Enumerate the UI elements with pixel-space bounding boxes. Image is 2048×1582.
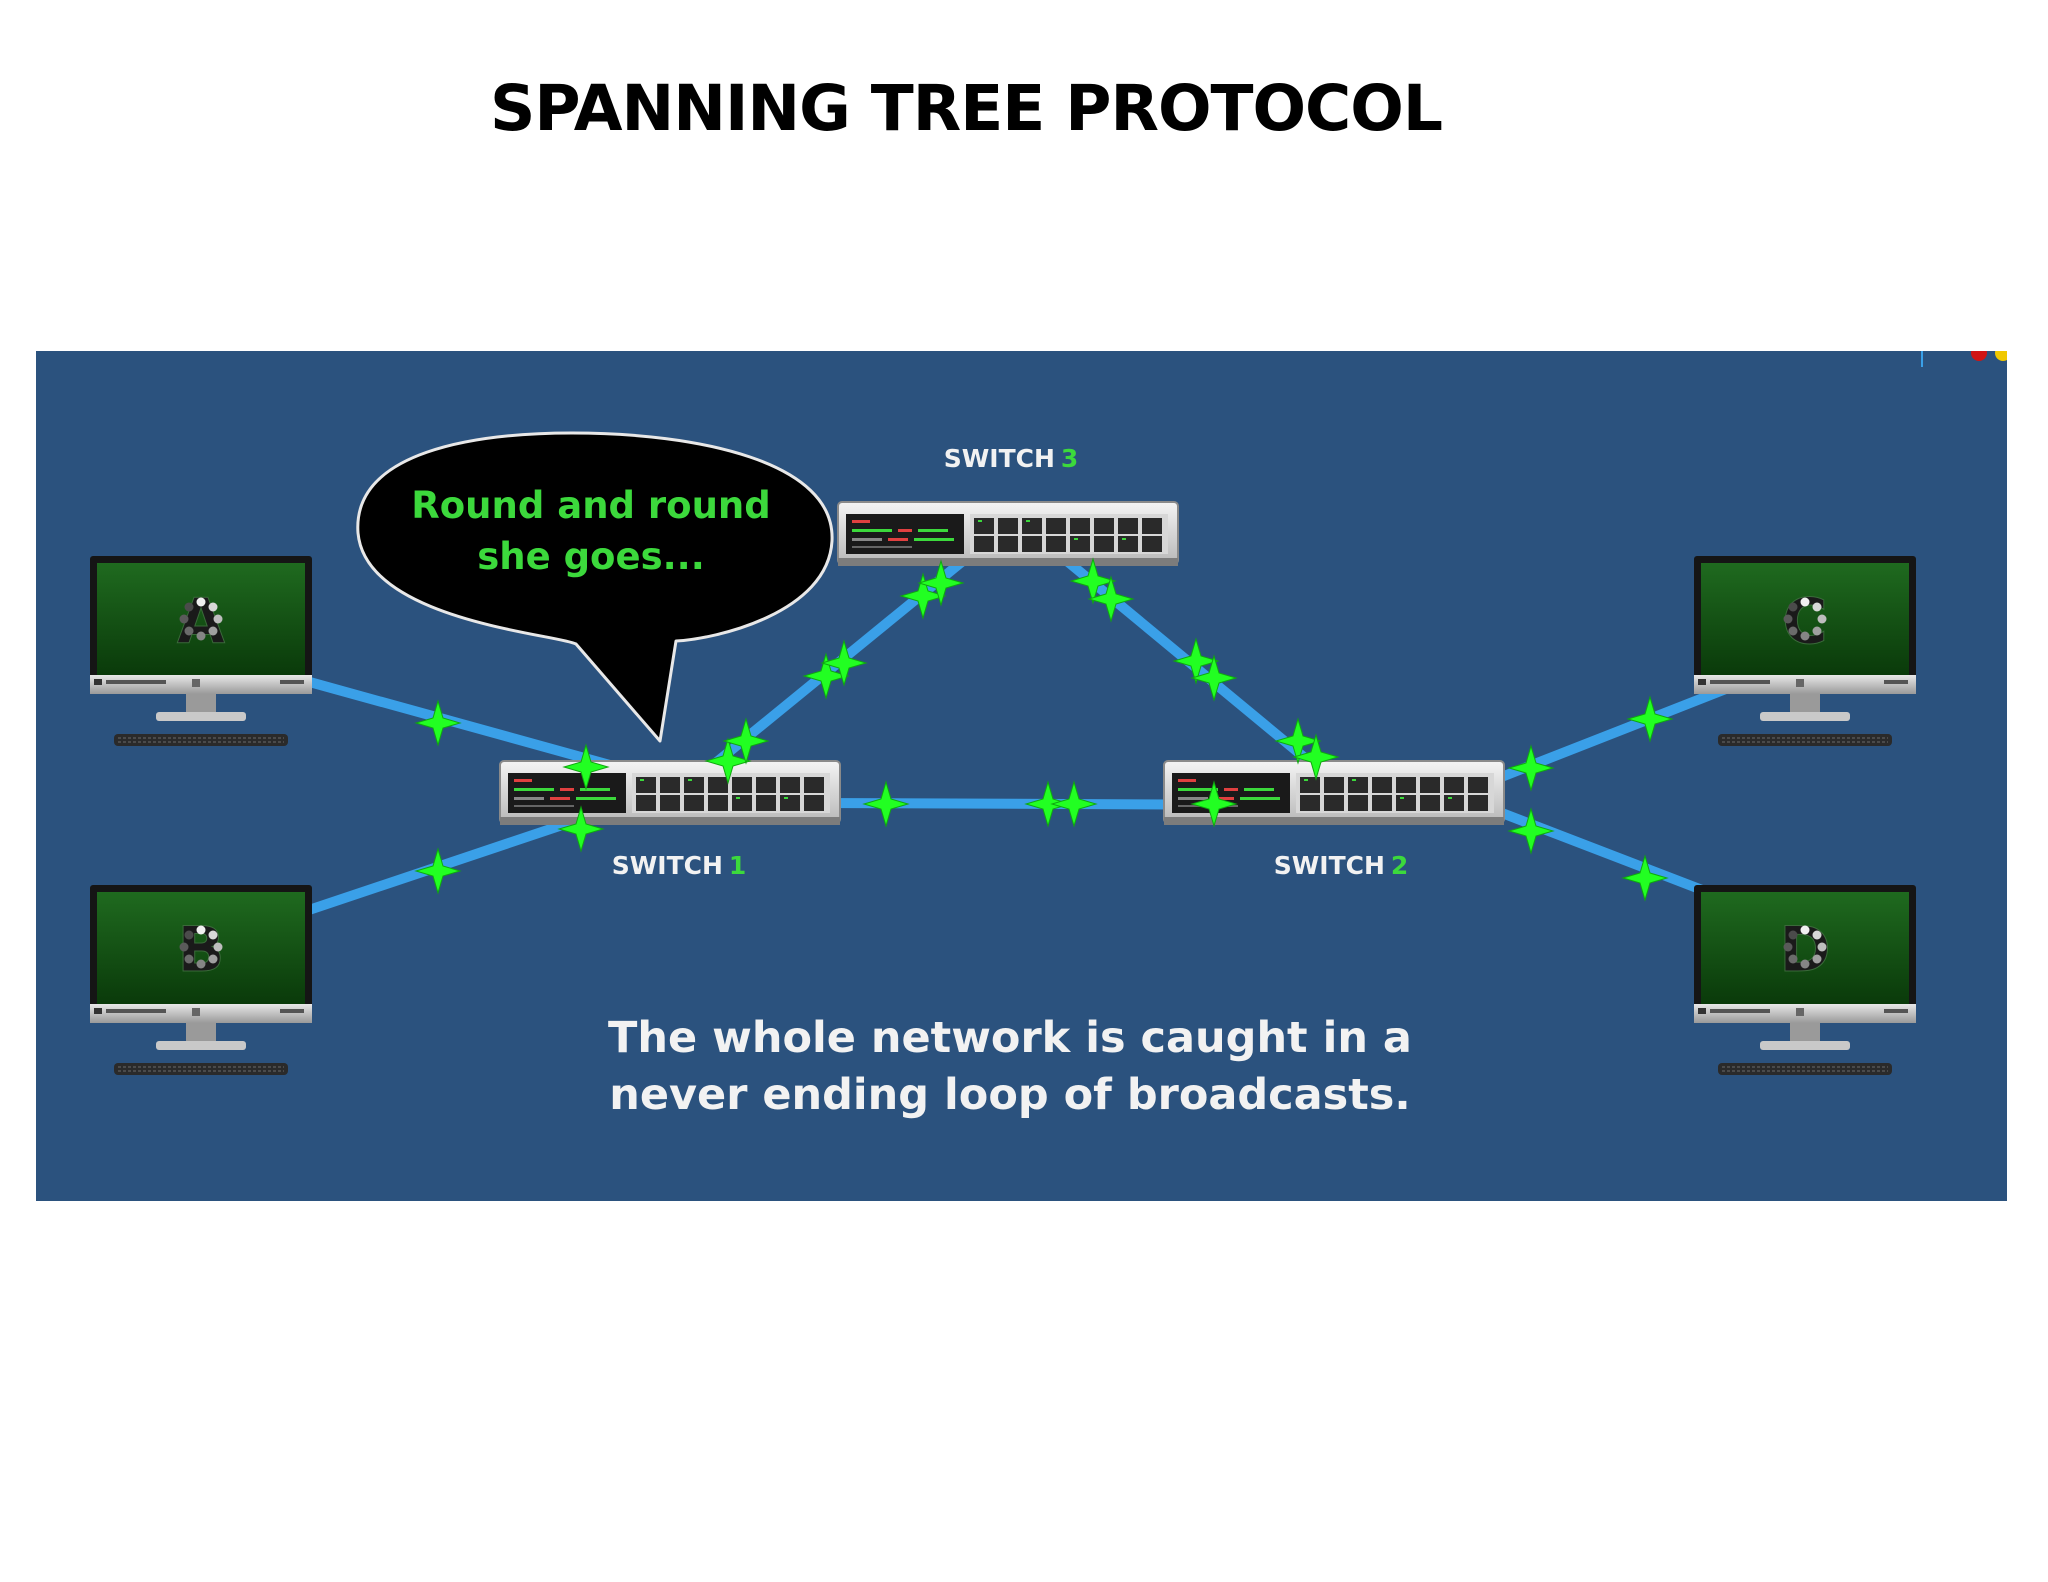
packet-icon (863, 781, 909, 827)
computer-d: D (1693, 884, 1917, 1076)
packet-icon (1508, 745, 1554, 791)
bubble-line-2: she goes... (477, 535, 705, 578)
corner-decoration (1921, 351, 2007, 367)
diagram-panel: A B C D Round and round she goes... SWIT… (36, 351, 2007, 1201)
cable-switch2-d (1471, 798, 1741, 908)
computer-b: B (89, 884, 313, 1076)
switch-3 (837, 501, 1179, 567)
caption-line-2: never ending loop of broadcasts. (609, 1070, 1411, 1120)
cable-switch2-c (1471, 680, 1741, 792)
switch-label-prefix: SWITCH (612, 851, 723, 880)
switch-label-number: 1 (729, 851, 746, 880)
speech-bubble-icon (356, 431, 834, 743)
slide-title: SPANNING TREE PROTOCOL (490, 72, 1443, 145)
packet-icon (1627, 696, 1673, 742)
switch-label-number: 2 (1391, 851, 1408, 880)
speech-bubble: Round and round she goes... (356, 431, 834, 743)
packet-icon (415, 848, 461, 894)
switch-label-prefix: SWITCH (944, 444, 1055, 473)
packet-icon (415, 700, 461, 746)
bubble-line-1: Round and round (411, 484, 770, 527)
computer-a: A (89, 555, 313, 747)
switch-icon (837, 501, 1179, 567)
network-diagram: A B C D Round and round she goes... SWIT… (89, 351, 2007, 1120)
switch-1 (499, 760, 841, 826)
switch-label-prefix: SWITCH (1274, 851, 1385, 880)
packet-icon (1051, 781, 1097, 827)
caption-line-1: The whole network is caught in a (608, 1013, 1412, 1063)
switch-icon (499, 760, 841, 826)
computer-c: C (1693, 555, 1917, 747)
switch-label-number: 3 (1061, 444, 1078, 473)
